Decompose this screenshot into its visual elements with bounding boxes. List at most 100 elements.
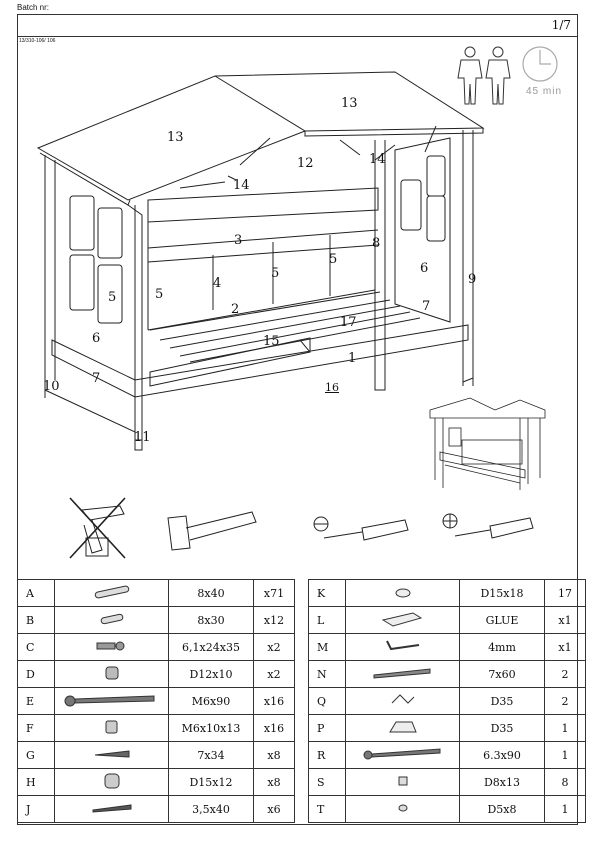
part-size: D12x10: [168, 660, 254, 688]
callout-label: 5: [271, 266, 280, 281]
part-quantity: x6: [253, 795, 295, 823]
hammer-icon: [167, 511, 257, 551]
part-quantity: x8: [253, 768, 295, 796]
header-divider: [17, 36, 578, 37]
part-quantity: 8: [544, 768, 586, 796]
small-connector-icon: [378, 776, 428, 791]
part-quantity: 2: [544, 687, 586, 715]
page-frame: [17, 14, 578, 825]
part-letter: N: [308, 660, 346, 688]
callout-label: 13: [167, 130, 184, 145]
part-size: D15x18: [459, 579, 545, 607]
clock-icon: [522, 46, 558, 82]
part-letter: R: [308, 741, 346, 769]
part-size: 3,5x40: [168, 795, 254, 823]
house-bed-drawing: [36, 71, 485, 451]
lag-screw-icon: [368, 667, 438, 684]
callout-label: 9: [468, 272, 477, 287]
short-dowel-icon: [87, 613, 137, 629]
part-letter: G: [17, 741, 55, 769]
part-size: D5x8: [459, 795, 545, 823]
part-size: GLUE: [459, 606, 545, 634]
cam-nut-icon: [87, 666, 137, 684]
part-quantity: x1: [544, 606, 586, 634]
callout-label: 5: [329, 252, 338, 267]
callout-label: 8: [372, 236, 381, 251]
part-size: D35: [459, 687, 545, 715]
callout-label: 6: [92, 331, 101, 346]
part-letter: J: [17, 795, 55, 823]
callout-label: 10: [43, 379, 60, 394]
callout-label: 4: [213, 276, 222, 291]
callout-label: 2: [231, 302, 240, 317]
part-letter: E: [17, 687, 55, 715]
connector-bolt-icon: [87, 641, 137, 656]
part-size: 6.3x90: [459, 741, 545, 769]
bracket-icon: [378, 721, 428, 739]
part-quantity: 1: [544, 795, 586, 823]
stopper-icon: [378, 804, 428, 818]
part-quantity: x12: [253, 606, 295, 634]
part-letter: H: [17, 768, 55, 796]
part-letter: B: [17, 606, 55, 634]
part-size: M6x10x13: [168, 714, 254, 742]
part-letter: T: [308, 795, 346, 823]
allen-key-icon: [373, 640, 433, 658]
part-quantity: 1: [544, 714, 586, 742]
wood-screw-icon: [87, 803, 137, 818]
callout-label: 3: [234, 233, 243, 248]
part-size: M6x90: [168, 687, 254, 715]
dowel-icon: [87, 585, 137, 602]
callout-label: 5: [155, 287, 164, 302]
part-quantity: x2: [253, 633, 295, 661]
reference-code: 13/310-106/ 106: [19, 38, 56, 44]
part-quantity: 17: [544, 579, 586, 607]
part-size: 7x34: [168, 741, 254, 769]
part-quantity: x71: [253, 579, 295, 607]
callout-label: 14: [233, 178, 250, 193]
screw-icon: [87, 749, 137, 764]
part-letter: S: [308, 768, 346, 796]
page-number: 1/7: [551, 18, 571, 32]
part-quantity: 2: [544, 660, 586, 688]
part-size: 8x40: [168, 579, 254, 607]
cap-icon: [378, 588, 428, 602]
callout-label: 14: [369, 152, 386, 167]
callout-label: 15: [263, 334, 280, 349]
long-screw-icon: [358, 747, 448, 765]
callout-label: 11: [134, 430, 151, 445]
part-letter: Q: [308, 687, 346, 715]
part-quantity: x8: [253, 741, 295, 769]
part-size: 7x60: [459, 660, 545, 688]
callout-label: 7: [92, 371, 101, 386]
glue-tube-icon: [373, 611, 433, 631]
flat-screwdriver-icon: [313, 516, 409, 541]
part-quantity: x16: [253, 687, 295, 715]
phillips-screwdriver-icon: [442, 513, 534, 539]
part-quantity: 1: [544, 741, 586, 769]
assembly-time: 45 min: [526, 86, 563, 97]
no-drill-icon: [69, 497, 126, 559]
callout-label: 13: [341, 96, 358, 111]
part-quantity: x16: [253, 714, 295, 742]
part-letter: A: [17, 579, 55, 607]
part-letter: L: [308, 606, 346, 634]
callout-label: 1: [348, 351, 357, 366]
